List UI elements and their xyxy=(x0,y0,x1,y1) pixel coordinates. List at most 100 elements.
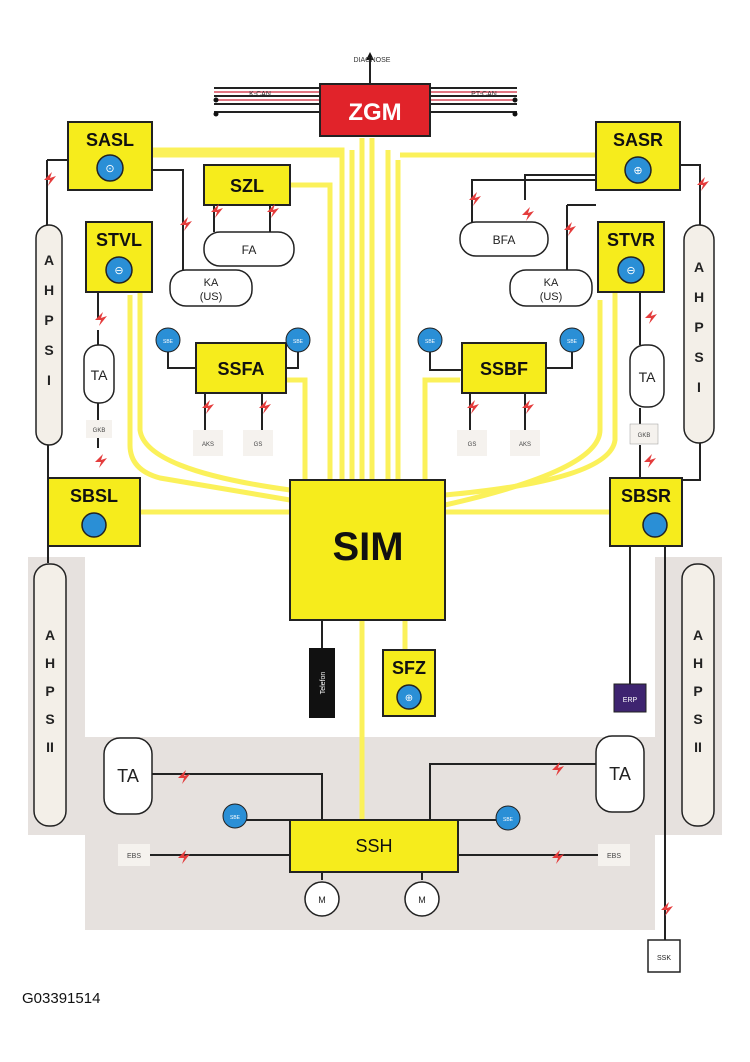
ebs-left-sensor xyxy=(118,844,150,866)
gs-right-label: GS xyxy=(468,442,477,448)
ka-us-right-sensor xyxy=(509,269,593,307)
sfz-sensor-glyph: ⊕ xyxy=(405,693,413,704)
lightning-icons xyxy=(44,172,709,916)
sbe-icon-ssh-right xyxy=(495,805,521,831)
lightning-icon xyxy=(469,192,481,206)
ta-left-lower-sensor xyxy=(103,737,153,815)
ta-right-lower-sensor xyxy=(595,735,645,813)
aks-left-sensor xyxy=(193,430,223,456)
lightning-icon xyxy=(522,207,534,221)
sbe-icon-ssfa-left xyxy=(155,327,181,353)
lightning-icon xyxy=(211,204,223,218)
sasl-sensor-icon xyxy=(96,154,124,182)
ta-left-lower-label: TA xyxy=(117,766,139,786)
sbe-icon-ssbf-left xyxy=(417,327,443,353)
sbsr-sensor-icon xyxy=(642,512,668,538)
k-can-label: K-CAN xyxy=(249,91,271,98)
ahps-ii-left-airbag xyxy=(33,563,67,827)
stvl-label: STVL xyxy=(96,230,142,250)
lightning-icon xyxy=(467,400,479,414)
stvl-sensor-icon xyxy=(105,256,133,284)
lightning-icon xyxy=(661,902,673,916)
lightning-icon xyxy=(645,310,657,324)
gkb-left-label: GKB xyxy=(93,428,106,434)
lightning-icon xyxy=(267,204,279,218)
can-red-lines xyxy=(214,91,517,101)
ahps-i-left-airbag xyxy=(35,224,63,446)
sfz-sensor-icon xyxy=(396,684,422,710)
lightning-icon xyxy=(697,177,709,191)
lightning-icon xyxy=(552,762,564,776)
sbe-icon-ssbf-right xyxy=(559,327,585,353)
sfz-label: SFZ xyxy=(392,658,426,678)
lightning-icon xyxy=(564,222,576,236)
sasl-label: SASL xyxy=(86,130,134,150)
ssfa-label: SSFA xyxy=(217,359,264,379)
lightning-icon xyxy=(202,400,214,414)
diagnose-label: DIAGNOSE xyxy=(354,57,391,64)
lightning-icon xyxy=(178,850,190,864)
gkb-right-label: GKB xyxy=(638,433,651,439)
gkb-left-sensor xyxy=(86,420,112,438)
sbsr-module[interactable] xyxy=(609,477,683,547)
sim-label: SIM xyxy=(332,525,403,569)
motor-right-label: M xyxy=(418,895,426,905)
szl-label: SZL xyxy=(230,176,264,196)
aks-right-label: AKS xyxy=(519,442,531,448)
lightning-icon xyxy=(552,850,564,864)
lightning-icon xyxy=(644,454,656,468)
lightning-icon xyxy=(180,217,192,231)
ka-us-right-line2: (US) xyxy=(540,291,563,303)
sbe-label-ssh-right: SBE xyxy=(503,817,514,823)
ssh-module[interactable] xyxy=(289,819,459,873)
stvr-sensor-glyph: ⊖ xyxy=(626,265,635,277)
sim-module[interactable] xyxy=(289,479,446,621)
pt-can-label: PT-CAN xyxy=(471,91,497,98)
sasr-sensor-icon xyxy=(624,156,652,184)
ssbf-label: SSBF xyxy=(480,359,528,379)
stvr-sensor-icon xyxy=(617,256,645,284)
ka-us-left-line2: (US) xyxy=(200,291,223,303)
ssk-label: SSK xyxy=(657,955,671,962)
sbsr-label: SBSR xyxy=(621,486,671,506)
sbe-label-ssfa-right: SBE xyxy=(293,339,304,345)
figure-id: G03391514 xyxy=(22,990,101,1007)
ebs-right-label: EBS xyxy=(607,853,621,860)
ssbf-module[interactable] xyxy=(461,342,547,394)
ta-right-upper-sensor xyxy=(629,344,665,408)
lightning-icon xyxy=(259,400,271,414)
telefon-label: Telefon xyxy=(320,672,327,695)
ka-us-left-line1: KA xyxy=(204,277,219,289)
stvl-sensor-glyph: ⊖ xyxy=(114,265,123,277)
black-wiring xyxy=(46,58,701,940)
lightning-icon xyxy=(95,454,107,468)
gkb-right-sensor xyxy=(629,423,659,445)
ka-us-right-line1: KA xyxy=(544,277,559,289)
lower-zone-shade xyxy=(28,557,722,930)
ta-left-upper-sensor xyxy=(83,344,115,404)
sasr-label: SASR xyxy=(613,130,663,150)
motor-left xyxy=(304,881,340,917)
ssfa-module[interactable] xyxy=(195,342,287,394)
ebs-left-label: EBS xyxy=(127,853,141,860)
gs-left-sensor xyxy=(243,430,273,456)
sbe-label-ssfa-left: SBE xyxy=(163,339,174,345)
ta-left-upper-label: TA xyxy=(91,367,109,383)
szl-module[interactable] xyxy=(203,164,291,206)
bfa-sensor xyxy=(459,221,549,257)
telefon-unit xyxy=(309,648,335,718)
ssh-label: SSH xyxy=(355,836,392,856)
sbe-icon-ssfa-right xyxy=(285,327,311,353)
erp-unit xyxy=(613,683,647,713)
ka-us-left-sensor xyxy=(169,269,253,307)
lightning-icon xyxy=(178,770,190,784)
sbe-icon-ssh-left xyxy=(222,803,248,829)
yellow-bus-lines xyxy=(127,138,618,830)
bus-terminals xyxy=(213,52,518,117)
zgm-module[interactable] xyxy=(319,83,431,137)
motor-right xyxy=(404,881,440,917)
